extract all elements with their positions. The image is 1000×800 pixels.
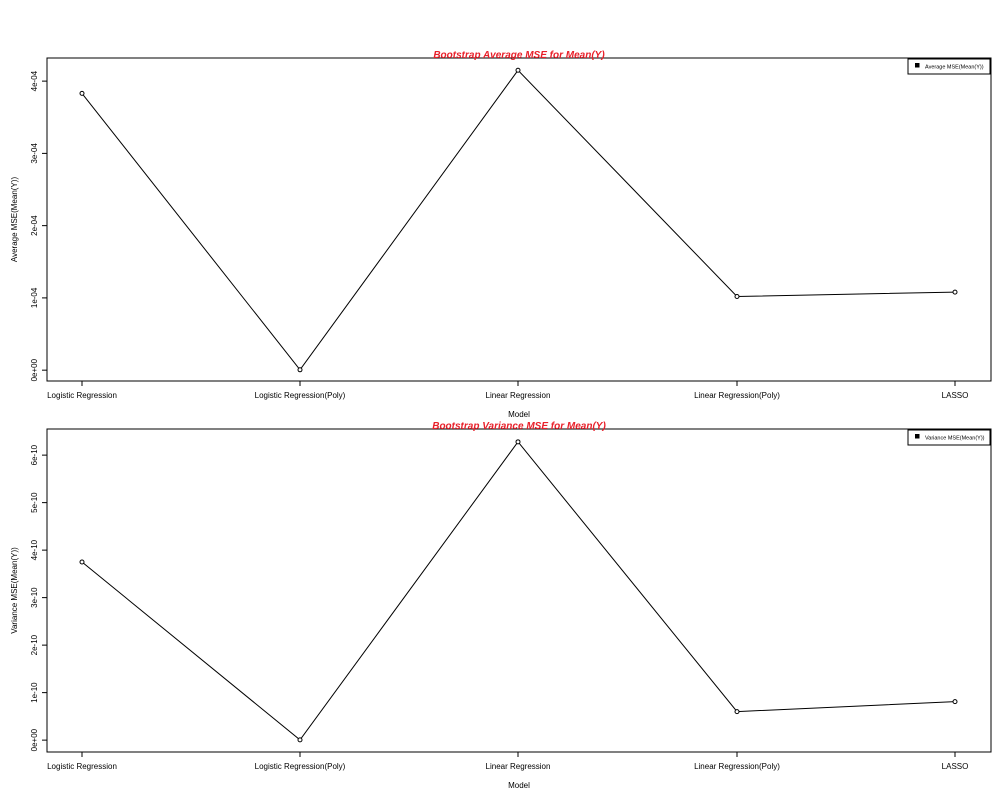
data-point	[952, 699, 958, 705]
y-tick-label: 1e-04	[30, 287, 39, 308]
legend-swatch	[915, 63, 920, 68]
y-tick-label: 4e-10	[30, 539, 39, 560]
x-tick-label: Linear Regression	[486, 391, 551, 400]
x-tick-label: LASSO	[942, 762, 969, 771]
x-tick-label: Linear Regression(Poly)	[694, 391, 780, 400]
chart-panel-average-mse: Bootstrap Average MSE for Mean(Y) Logisti…	[10, 50, 992, 419]
x-tick-label: Logistic Regression(Poly)	[255, 391, 346, 400]
legend-box	[907, 58, 991, 75]
chart-title: Bootstrap Variance MSE for Mean(Y)	[432, 421, 606, 432]
x-tick-label: Logistic Regression	[47, 762, 117, 771]
data-point	[952, 289, 958, 295]
data-point	[515, 439, 521, 445]
x-tick-label: Linear Regression(Poly)	[694, 762, 780, 771]
plot-frame	[46, 57, 992, 382]
data-point	[297, 367, 303, 373]
x-axis-label: Model	[508, 410, 530, 419]
y-axis-label: Average MSE(Mean(Y))	[10, 177, 19, 263]
y-tick-label: 2e-10	[30, 634, 39, 655]
y-tick-label: 0e+00	[30, 728, 39, 751]
x-tick-label: Linear Regression	[486, 762, 551, 771]
y-tick-label: 3e-04	[30, 143, 39, 164]
data-point	[734, 709, 740, 715]
data-point	[297, 737, 303, 743]
x-tick-label: Logistic Regression(Poly)	[255, 762, 346, 771]
legend-box	[907, 429, 991, 446]
data-point	[79, 90, 85, 96]
legend-label: Variance MSE(Mean(Y))	[925, 436, 985, 442]
data-point	[734, 293, 740, 299]
chart-panel-variance-mse: Bootstrap Variance MSE for Mean(Y) Logist…	[10, 421, 992, 790]
data-point	[515, 67, 521, 73]
y-tick-label: 2e-04	[30, 215, 39, 236]
y-tick-label: 0e+00	[30, 358, 39, 381]
chart-title: Bootstrap Average MSE for Mean(Y)	[433, 50, 605, 61]
y-tick-label: 1e-10	[30, 682, 39, 703]
y-tick-label: 5e-10	[30, 492, 39, 513]
legend-label: Average MSE(Mean(Y))	[925, 65, 984, 71]
legend-swatch	[915, 434, 920, 439]
x-tick-label: Logistic Regression	[47, 391, 117, 400]
x-tick-label: LASSO	[942, 391, 969, 400]
y-tick-label: 3e-10	[30, 587, 39, 608]
x-axis-label: Model	[508, 781, 530, 790]
plot-frame	[46, 428, 992, 753]
y-axis-label: Variance MSE(Mean(Y))	[10, 547, 19, 634]
y-tick-label: 6e-10	[30, 444, 39, 465]
y-tick-label: 4e-04	[30, 70, 39, 91]
data-point	[79, 559, 85, 565]
